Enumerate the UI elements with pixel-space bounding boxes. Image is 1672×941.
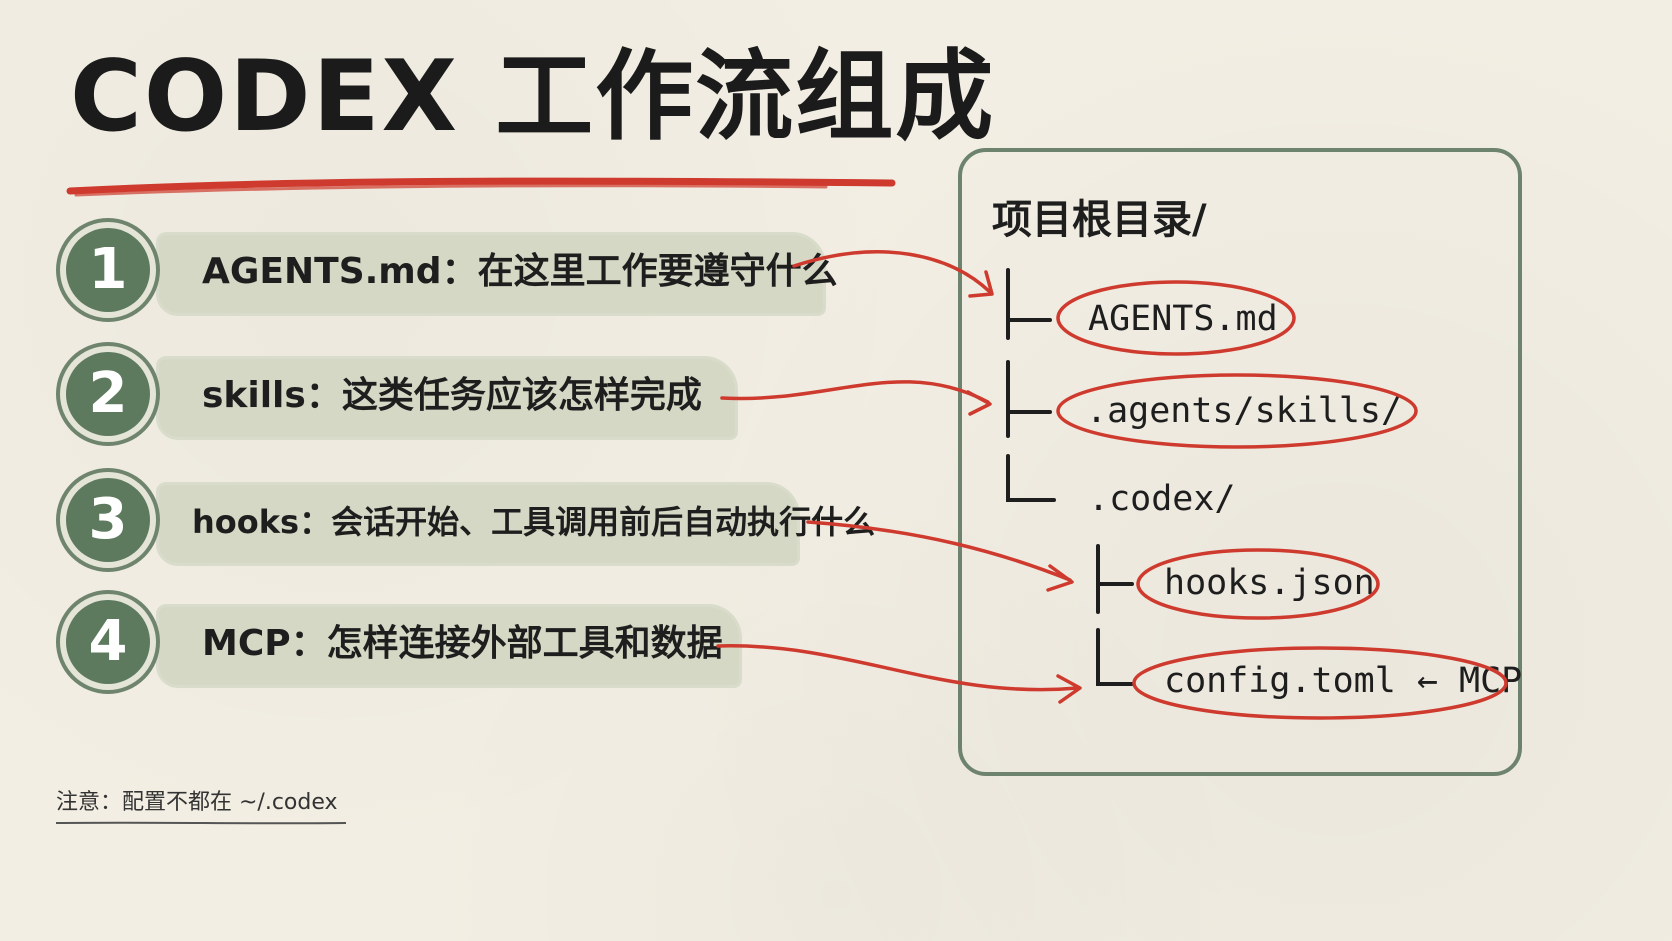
arrow-hooks-head (1046, 564, 1074, 592)
ellipse-hooks-json (1136, 548, 1380, 620)
tree-node-codex-dir: .codex/ (1088, 479, 1236, 519)
number-badge: 4 (56, 590, 160, 694)
number-badge-label: 2 (66, 352, 150, 436)
ellipse-config-toml (1132, 646, 1508, 720)
item-band (156, 356, 738, 440)
tree-node-skills-dir: .agents/skills/ (1086, 391, 1403, 431)
item-band (156, 482, 800, 566)
number-badge: 2 (56, 342, 160, 446)
number-badge-label: 3 (66, 478, 150, 562)
directory-tree-box (958, 148, 1522, 776)
arrow-skills (720, 380, 990, 404)
arrow-agents (792, 250, 992, 294)
item-label: MCP：怎样连接外部工具和数据 (202, 623, 723, 664)
arrow-skills-head (966, 390, 992, 416)
arrow-hooks (806, 520, 1072, 582)
page-title: CODEX 工作流组成 (70, 40, 996, 154)
tree-root-label: 项目根目录/ (992, 197, 1207, 243)
tree-line-skills (1006, 360, 1052, 438)
title-underline (66, 177, 896, 197)
arrow-mcp-head (1056, 674, 1082, 704)
ellipse-skills-dir (1056, 373, 1418, 449)
tree-line-hooks (1096, 544, 1134, 614)
arrow-agents-head (968, 270, 994, 298)
arrow-mcp (716, 644, 1080, 692)
highlight-ellipses (1056, 280, 1508, 720)
number-badge-label: 1 (66, 228, 150, 312)
number-badge: 3 (56, 468, 160, 572)
item-label: hooks：会话开始、工具调用前后自动执行什么 (192, 503, 876, 541)
item-label: AGENTS.md：在这里工作要遵守什么 (202, 251, 838, 292)
item-band (156, 232, 826, 316)
tree-line-codex (1006, 454, 1056, 502)
note-underline (55, 821, 347, 825)
tree-line-config (1096, 628, 1134, 686)
footer-note: 注意：配置不都在 ~/.codex (56, 790, 338, 815)
tree-node-hooks-json: hooks.json (1164, 563, 1375, 603)
number-badge: 1 (56, 218, 160, 322)
ellipse-agents-md (1056, 280, 1296, 356)
tree-line-agents (1006, 268, 1052, 340)
item-band (156, 604, 742, 688)
item-label: skills：这类任务应该怎样完成 (202, 375, 702, 416)
tree-node-agents-md: AGENTS.md (1088, 299, 1278, 339)
tree-node-config-toml: config.toml ← MCP (1164, 661, 1523, 701)
pointer-arrows (716, 250, 1082, 704)
tree-connector-lines (1006, 268, 1134, 686)
number-badge-label: 4 (66, 600, 150, 684)
